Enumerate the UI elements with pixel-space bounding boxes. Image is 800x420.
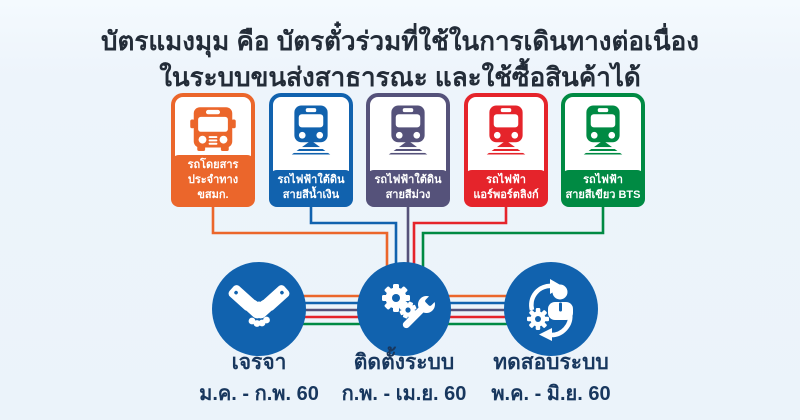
transit-card-mrt-blue: รถไฟฟ้าใต้ดิน สายสีน้ำเงิน [269,93,353,207]
label-line-1: รถโดยสาร [187,159,239,172]
timeline-label-installation: ติดตั้งระบบ ก.พ. - เม.ย. 60 [309,351,499,409]
train-icon [468,97,544,163]
train-icon [370,97,446,163]
bus-icon [175,97,251,163]
step-title: ทดสอบระบบ [493,351,609,374]
handshake-icon [228,285,290,327]
step-period: ก.พ. - เม.ย. 60 [341,383,467,406]
transit-card-label: รถไฟฟ้า สายสีเขียว BTS [561,170,645,207]
transit-card-label: รถไฟฟ้า แอร์พอร์ตลิงก์ [464,170,548,207]
timeline-step-installation [357,262,451,356]
transit-card-bus: รถโดยสาร ประจำทาง ขสมก. [171,93,255,207]
step-title: ติดตั้งระบบ [353,351,455,374]
transit-card-bts-green: รถไฟฟ้า สายสีเขียว BTS [561,93,645,207]
transit-card-label: รถไฟฟ้าใต้ดิน สายสีน้ำเงิน [269,170,353,207]
transit-card-label: รถไฟฟ้าใต้ดิน สายสีม่วง [366,170,450,207]
train-icon [565,97,641,163]
timeline-step-negotiation [212,262,306,356]
timeline-step-testing [504,262,598,356]
gears-wrench-icon [382,284,436,329]
label-line-1: รถไฟฟ้า [583,174,623,186]
step-period: ม.ค. - ก.พ. 60 [199,383,319,406]
step-period: พ.ค. - มิ.ย. 60 [491,383,611,406]
timeline-label-testing: ทดสอบระบบ พ.ค. - มิ.ย. 60 [456,351,646,409]
title-line-2: ในระบบขนส่งสาธารณะ และใช้ซื้อสินค้าได้ [159,61,641,92]
transit-card-mrt-purple: รถไฟฟ้าใต้ดิน สายสีม่วง [366,93,450,207]
label-line-1: รถไฟฟ้าใต้ดิน [374,174,442,186]
timeline-label-negotiation: เจรจา ม.ค. - ก.พ. 60 [164,351,354,409]
train-icon [273,97,349,163]
label-line-2: แอร์พอร์ตลิงก์ [473,188,539,201]
title-line-1: บัตรแมงมุม คือ บัตรตั๋วร่วมที่ใช้ในการเด… [101,26,699,56]
person-process-icon [527,279,573,341]
label-line-2: ประจำทาง ขสมก. [187,174,239,202]
label-line-1: รถไฟฟ้าใต้ดิน [277,174,345,186]
transit-card-label: รถโดยสาร ประจำทาง ขสมก. [171,155,255,207]
label-line-2: สายสีเขียว BTS [565,188,641,201]
label-line-2: สายสีม่วง [385,188,431,201]
page-title: บัตรแมงมุม คือ บัตรตั๋วร่วมที่ใช้ในการเด… [0,24,800,96]
label-line-1: รถไฟฟ้า [486,174,526,186]
step-title: เจรจา [231,351,287,374]
transit-card-airport-link: รถไฟฟ้า แอร์พอร์ตลิงก์ [464,93,548,207]
label-line-2: สายสีน้ำเงิน [282,188,340,201]
